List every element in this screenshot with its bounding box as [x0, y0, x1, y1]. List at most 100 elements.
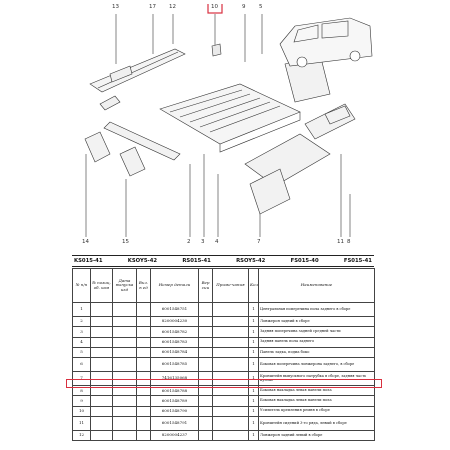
part-number-cell: 6001548790	[150, 405, 199, 418]
position-cell	[90, 357, 113, 373]
position-cell	[90, 336, 113, 348]
qty-cell: 1	[248, 395, 259, 407]
part-number-cell: 6001548785	[150, 357, 199, 373]
date-cell	[112, 405, 137, 418]
position-cell	[90, 405, 113, 418]
version-cell	[198, 416, 213, 432]
notes-cell	[212, 346, 249, 359]
date-cell	[112, 346, 137, 359]
qty-cell: 1	[248, 326, 259, 338]
date-cell	[112, 357, 137, 373]
col-header-included: Вкл. в ед	[136, 268, 151, 303]
included-cell	[136, 405, 151, 418]
model-code: RS015-41	[182, 258, 211, 264]
position-cell	[90, 430, 113, 442]
date-cell	[112, 395, 137, 407]
part-number-cell: 6001548789	[150, 395, 199, 407]
callout-5: 5	[259, 4, 263, 10]
qty-cell: 1	[248, 405, 259, 418]
row-index-cell: 10	[72, 405, 91, 418]
notes-cell	[212, 336, 249, 348]
col-header-index: № п/п	[72, 268, 91, 303]
qty-cell: 1	[248, 416, 259, 432]
version-cell	[198, 315, 213, 328]
notes-cell	[212, 326, 249, 338]
table-header-row: № п/п № позиц. об. кам Дата выпуска изд …	[72, 268, 375, 303]
part-number-cell: 6001548751	[150, 302, 199, 317]
included-cell	[136, 336, 151, 348]
col-header-version: Вер сии	[198, 268, 213, 303]
part-number-cell: 8200004230	[150, 315, 199, 328]
position-cell	[90, 395, 113, 407]
version-cell	[198, 346, 213, 359]
qty-cell: 1	[248, 357, 259, 373]
version-cell	[198, 357, 213, 373]
name-cell: Панель задка, подиа боко	[258, 346, 375, 359]
notes-cell	[212, 416, 249, 432]
col-header-position: № позиц. об. кам	[90, 268, 113, 303]
included-cell	[136, 395, 151, 407]
row-index-cell: 1	[72, 302, 91, 317]
included-cell	[136, 357, 151, 373]
notes-cell	[212, 405, 249, 418]
included-cell	[136, 326, 151, 338]
qty-cell: 1	[248, 336, 259, 348]
callout-10-highlight	[207, 4, 223, 14]
name-cell: Задняя панель пола заднего	[258, 336, 375, 348]
model-code: RSOY5-42	[236, 258, 266, 264]
row-index-cell: 5	[72, 346, 91, 359]
qty-cell: 1	[248, 315, 259, 328]
callout-11: 11	[337, 239, 344, 245]
date-cell	[112, 336, 137, 348]
row-index-cell: 12	[72, 430, 91, 442]
name-cell: Лонжерон задний в сборе	[258, 315, 375, 328]
col-header-qty: Кол.	[248, 268, 259, 303]
position-cell	[90, 416, 113, 432]
col-header-name: Наименование	[258, 268, 375, 303]
part-number-cell: 6001548783	[150, 336, 199, 348]
col-header-notes: Приме-чания	[212, 268, 249, 303]
callout-15: 15	[122, 239, 129, 245]
included-cell	[136, 346, 151, 359]
row-index-cell: 2	[72, 315, 91, 328]
date-cell	[112, 315, 137, 328]
callout-7: 7	[257, 239, 261, 245]
callout-8: 8	[347, 239, 351, 245]
name-cell: Задняя поперечина задней средней части	[258, 326, 375, 338]
callout-2: 2	[187, 239, 191, 245]
selected-row-highlight	[66, 379, 382, 388]
name-cell: Боковая поперечина лонжерона заднего, в …	[258, 357, 375, 373]
version-cell	[198, 302, 213, 317]
version-cell	[198, 430, 213, 442]
row-index-cell: 3	[72, 326, 91, 338]
callout-17: 17	[149, 4, 156, 10]
notes-cell	[212, 315, 249, 328]
version-cell	[198, 326, 213, 338]
notes-cell	[212, 357, 249, 373]
parts-table: № п/п № позиц. об. кам Дата выпуска изд …	[72, 268, 375, 442]
name-cell: Усилитель крепления ремня в сборе	[258, 405, 375, 418]
row-index-cell: 6	[72, 357, 91, 373]
qty-cell: 1	[248, 346, 259, 359]
included-cell	[136, 315, 151, 328]
callout-4: 4	[215, 239, 219, 245]
version-cell	[198, 395, 213, 407]
part-number-cell: 6001548782	[150, 326, 199, 338]
callout-12: 12	[169, 4, 176, 10]
position-cell	[90, 315, 113, 328]
version-cell	[198, 336, 213, 348]
position-cell	[90, 302, 113, 317]
name-cell: Лонжерон задний левый в сборе	[258, 430, 375, 442]
name-cell: Центральная поперечина пола заднего в сб…	[258, 302, 375, 317]
model-code: KS015-41	[74, 258, 103, 264]
part-number-cell: 6001548791	[150, 416, 199, 432]
date-cell	[112, 430, 137, 442]
callout-9: 9	[242, 4, 246, 10]
